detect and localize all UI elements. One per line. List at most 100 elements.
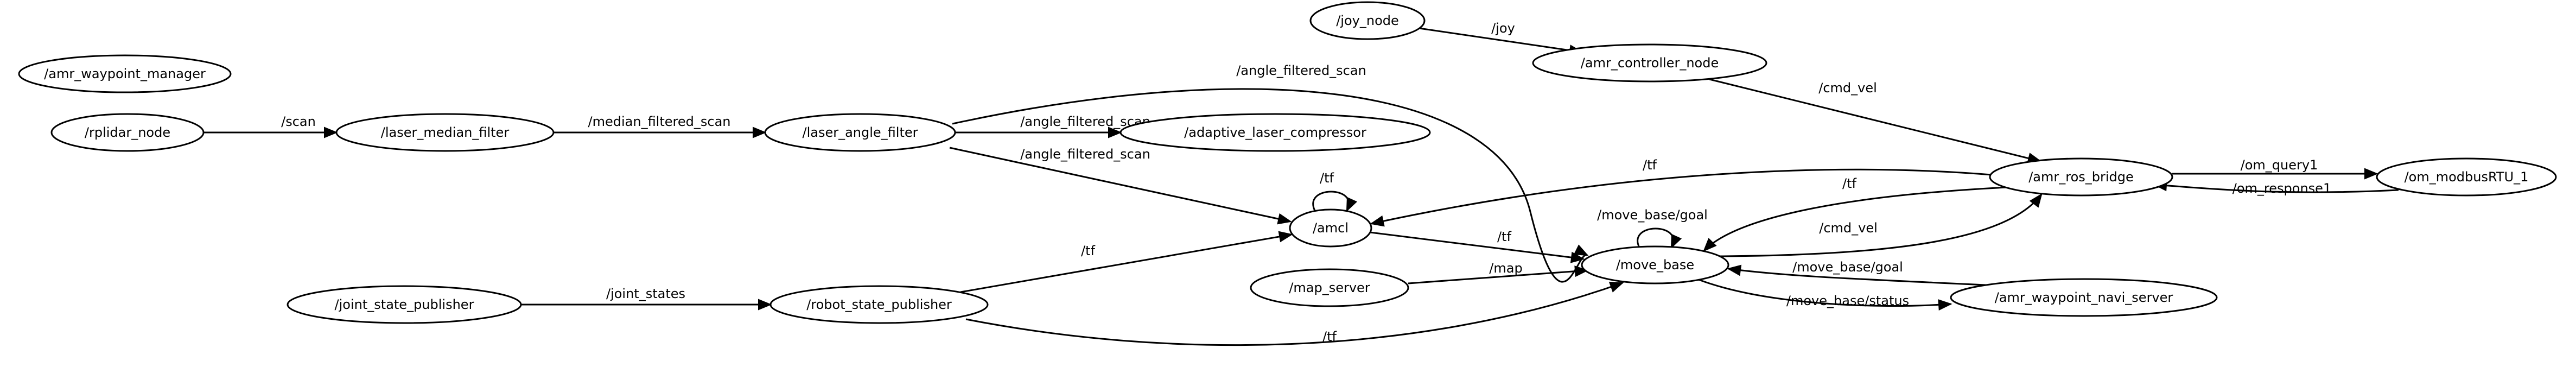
node-amcl[interactable]: /amcl xyxy=(1289,208,1372,248)
node-ellipse xyxy=(1289,208,1372,248)
edge-line xyxy=(1637,227,1674,249)
edge-label: /tf xyxy=(1322,329,1337,344)
arrowhead-icon xyxy=(1346,197,1358,212)
node-ellipse xyxy=(287,285,522,324)
arrowhead-icon xyxy=(1703,238,1717,252)
arrowhead-icon xyxy=(758,299,772,311)
edge-label: /om_response1 xyxy=(2232,181,2331,196)
edge-line xyxy=(965,282,1623,346)
node-label: /amr_waypoint_manager xyxy=(44,66,206,81)
edge-robot-state-publisher-to-amcl[interactable]: /tf xyxy=(960,231,1293,293)
edge-line xyxy=(1371,168,1992,225)
node-robot-state-publisher[interactable]: /robot_state_publisher xyxy=(769,285,989,324)
edge-laser-angle-filter-to-move-base[interactable]: /angle_filtered_scan xyxy=(952,63,1589,283)
edge-line xyxy=(952,88,1588,283)
arrowhead-icon xyxy=(1570,251,1585,263)
node-label: /joint_state_publisher xyxy=(335,297,474,312)
node-amr-controller-node[interactable]: /amr_controller_node xyxy=(1532,43,1767,83)
node-laser-median-filter[interactable]: /laser_median_filter xyxy=(335,113,555,152)
edge-label: /map xyxy=(1489,261,1522,276)
edge-move-base-to-amr-ros-bridge[interactable]: /cmd_vel xyxy=(1720,193,2043,257)
arrowhead-icon xyxy=(1573,244,1589,256)
node-om-modbusrtu-1[interactable]: /om_modbusRTU_1 xyxy=(2376,157,2557,197)
edge-line xyxy=(1703,186,2008,252)
arrowhead-icon xyxy=(1727,264,1742,276)
node-adaptive-laser-compressor[interactable]: /adaptive_laser_compressor xyxy=(1120,113,1431,152)
edge-line xyxy=(2154,184,2399,193)
arrowhead-icon xyxy=(1277,213,1292,225)
node-label: /laser_angle_filter xyxy=(802,125,918,140)
node-ellipse xyxy=(2376,157,2557,197)
edge-laser-angle-filter-to-adaptive-laser-compressor[interactable]: /angle_filtered_scan xyxy=(955,114,1150,138)
arrowhead-icon xyxy=(1108,126,1122,138)
node-label: /rplidar_node xyxy=(85,125,170,140)
edge-amcl-to-move-base[interactable]: /tf xyxy=(1370,229,1585,263)
edge-joy-node-to-amr-controller-node[interactable]: /joy xyxy=(1419,21,1583,56)
edge-amr-controller-node-to-amr-ros-bridge[interactable]: /cmd_vel xyxy=(1709,78,2042,164)
edge-laser-angle-filter-to-amcl[interactable]: /angle_filtered_scan xyxy=(949,147,1292,225)
arrowhead-icon xyxy=(1574,265,1589,277)
node-label: /laser_median_filter xyxy=(381,125,510,140)
node-ellipse xyxy=(335,113,555,152)
edge-label: /scan xyxy=(281,114,316,129)
node-label: /amcl xyxy=(1313,220,1349,236)
node-rplidar-node[interactable]: /rplidar_node xyxy=(50,113,205,152)
edge-amr-ros-bridge-to-om-modbusrtu-1[interactable]: /om_query1 xyxy=(2172,157,2378,180)
edge-amr-ros-bridge-to-move-base[interactable]: /tf xyxy=(1703,176,2008,252)
edge-line xyxy=(1709,78,2030,160)
edge-rplidar-node-to-laser-median-filter[interactable]: /scan xyxy=(203,114,338,138)
edge-line xyxy=(960,235,1281,293)
edge-label: /tf xyxy=(1643,157,1657,173)
node-label: /map_server xyxy=(1289,280,1370,295)
nodes-layer: /amr_waypoint_manager/rplidar_node/laser… xyxy=(18,1,2557,324)
node-joy-node[interactable]: /joy_node xyxy=(1309,1,1426,40)
edge-line xyxy=(1728,268,1987,286)
node-joint-state-publisher[interactable]: /joint_state_publisher xyxy=(287,285,522,324)
edge-robot-state-publisher-to-move-base[interactable]: /tf xyxy=(965,281,1624,346)
edge-line xyxy=(949,147,1280,220)
arrowhead-icon xyxy=(1608,281,1624,293)
edge-label: /angle_filtered_scan xyxy=(1236,63,1366,78)
edge-joint-state-publisher-to-robot-state-publisher[interactable]: /joint_states xyxy=(521,286,772,311)
edge-line xyxy=(1419,27,1572,52)
edge-amr-waypoint-navi-server-to-move-base[interactable]: /move_base/goal xyxy=(1727,260,1987,286)
edge-label: /tf xyxy=(1842,176,1856,191)
edge-amr-ros-bridge-to-amcl[interactable]: /tf xyxy=(1370,157,1992,227)
node-move-base[interactable]: /move_base xyxy=(1581,245,1729,284)
arrowhead-icon xyxy=(753,126,767,138)
node-label: /robot_state_publisher xyxy=(806,297,952,312)
edge-label: /cmd_vel xyxy=(1819,220,1878,236)
arrowhead-icon xyxy=(2029,193,2043,208)
node-label: /om_modbusRTU_1 xyxy=(2405,169,2529,185)
edge-label: /move_base/goal xyxy=(1597,207,1708,223)
edge-label: /om_query1 xyxy=(2241,157,2318,173)
edge-label: /tf xyxy=(1497,229,1511,244)
arrowhead-icon xyxy=(1278,231,1293,243)
edge-amcl-to-amcl[interactable]: /tf xyxy=(1312,170,1358,212)
edge-label: /move_base/goal xyxy=(1792,260,1903,275)
edge-laser-median-filter-to-laser-angle-filter[interactable]: /median_filtered_scan xyxy=(554,114,767,138)
edge-map-server-to-move-base[interactable]: /map xyxy=(1408,261,1589,284)
edge-label: /tf xyxy=(1320,170,1334,186)
node-amr-ros-bridge[interactable]: /amr_ros_bridge xyxy=(1989,157,2173,197)
edge-label: /move_base/status xyxy=(1786,293,1909,308)
edge-move-base-to-move-base[interactable]: /move_base/goal xyxy=(1597,207,1708,249)
arrowhead-icon xyxy=(1370,215,1385,227)
node-label: /amr_ros_bridge xyxy=(2028,169,2134,185)
edge-label: /joint_states xyxy=(606,286,685,301)
node-amr-waypoint-navi-server[interactable]: /amr_waypoint_navi_server xyxy=(1950,278,2218,317)
edge-label: /joy xyxy=(1491,21,1515,36)
node-ellipse xyxy=(769,285,989,324)
edge-om-modbusrtu-1-to-amr-ros-bridge[interactable]: /om_response1 xyxy=(2153,180,2399,196)
edge-line xyxy=(1698,279,1951,307)
node-label: /adaptive_laser_compressor xyxy=(1184,125,1366,140)
node-map-server[interactable]: /map_server xyxy=(1250,268,1409,307)
edge-label: /median_filtered_scan xyxy=(588,114,731,129)
node-amr-waypoint-manager[interactable]: /amr_waypoint_manager xyxy=(18,54,232,93)
edge-move-base-to-amr-waypoint-navi-server[interactable]: /move_base/status xyxy=(1698,279,1952,311)
arrowhead-icon xyxy=(2364,168,2378,180)
arrowhead-icon xyxy=(1938,299,1952,311)
node-laser-angle-filter[interactable]: /laser_angle_filter xyxy=(764,113,956,152)
arrowhead-icon xyxy=(1670,233,1682,249)
